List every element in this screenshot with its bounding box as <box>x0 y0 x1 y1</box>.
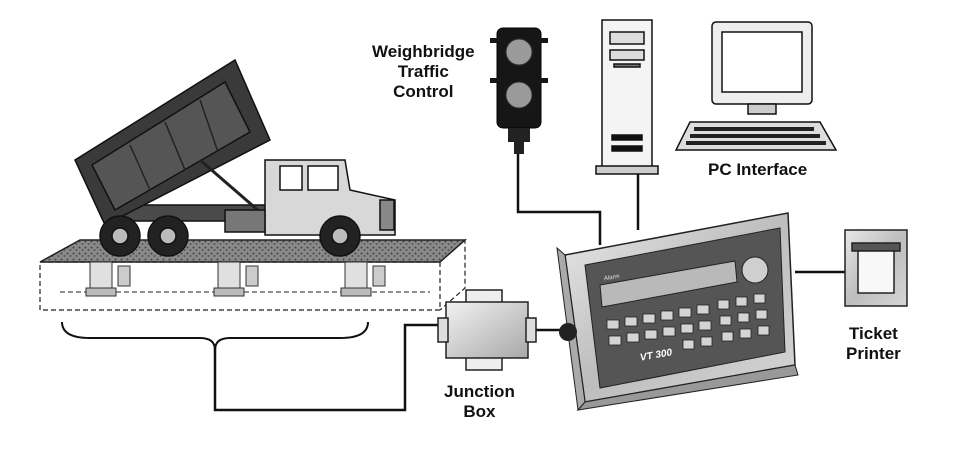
dump-truck <box>74 58 396 257</box>
traffic-control-label: Weighbridge Traffic Control <box>372 42 475 101</box>
traffic-light <box>490 27 548 154</box>
load-cell <box>85 261 131 297</box>
junction-box-label: Junction Box <box>444 382 515 421</box>
junction-box <box>437 289 537 371</box>
pc-monitor <box>711 21 813 115</box>
ticket-printer <box>844 229 908 307</box>
indicator-display <box>599 260 738 308</box>
pc-interface-label: PC Interface <box>708 160 808 179</box>
pc-tower <box>595 19 659 175</box>
loadcell-cable <box>213 323 445 412</box>
traffic-light-cable <box>516 150 602 245</box>
pc-workstation <box>595 19 838 175</box>
load-cell <box>340 261 386 297</box>
traffic-light-lamp <box>505 38 533 66</box>
traffic-light-lamp <box>505 81 533 109</box>
weighbridge-platform <box>39 238 467 351</box>
weighing-indicator <box>556 212 799 412</box>
indicator-nav-pad <box>741 256 769 284</box>
ticket-printer-label: Ticket Printer <box>846 324 901 363</box>
platform-brace <box>61 321 369 351</box>
load-cell <box>213 261 259 297</box>
pc-keyboard <box>674 121 838 151</box>
